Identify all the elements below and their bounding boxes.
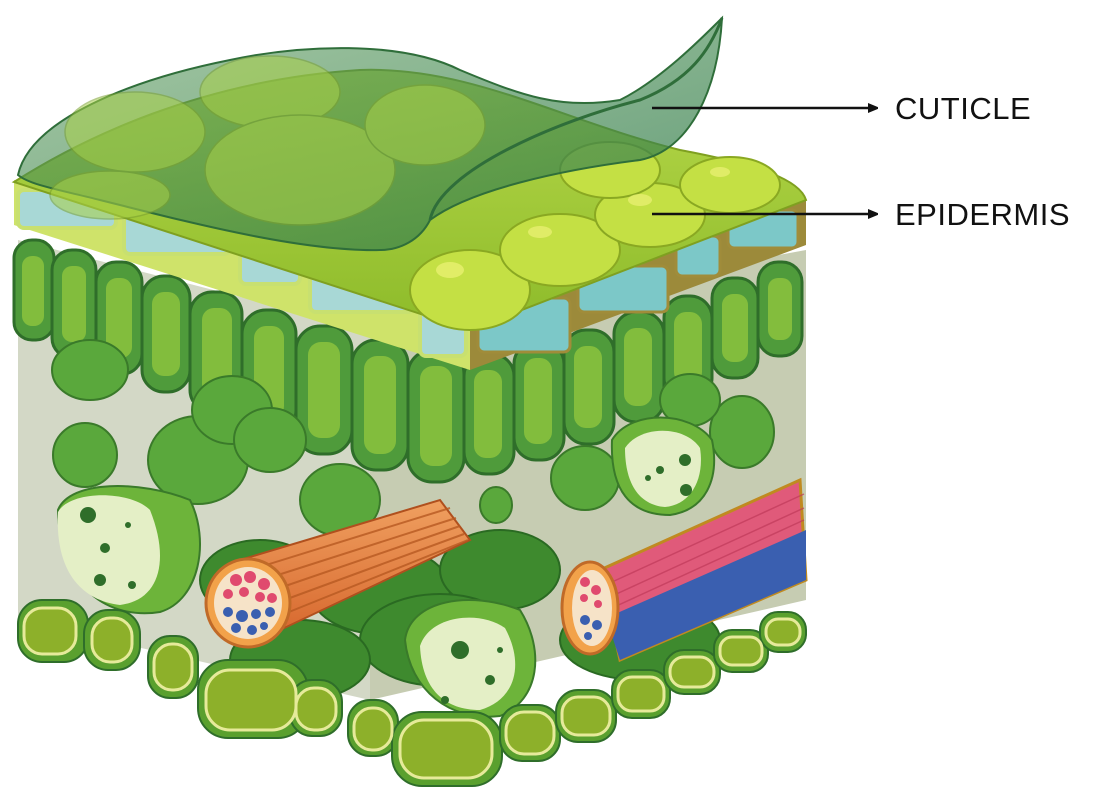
cuticle-label: CUTICLE [895,91,1032,126]
lower-epidermis [17,599,807,787]
label-arrows [652,108,876,214]
vascular-bundle-right [560,477,808,663]
vascular-bundle-left [204,498,472,649]
cuticle-layer [16,15,724,252]
air-space-cell-right [610,416,716,517]
epidermis-label: EPIDERMIS [895,197,1071,232]
air-space-cell-center [403,599,537,718]
palisade-mesophyll [12,238,804,484]
spongy-mesophyll [51,339,775,537]
air-space-cell-left [56,485,201,615]
